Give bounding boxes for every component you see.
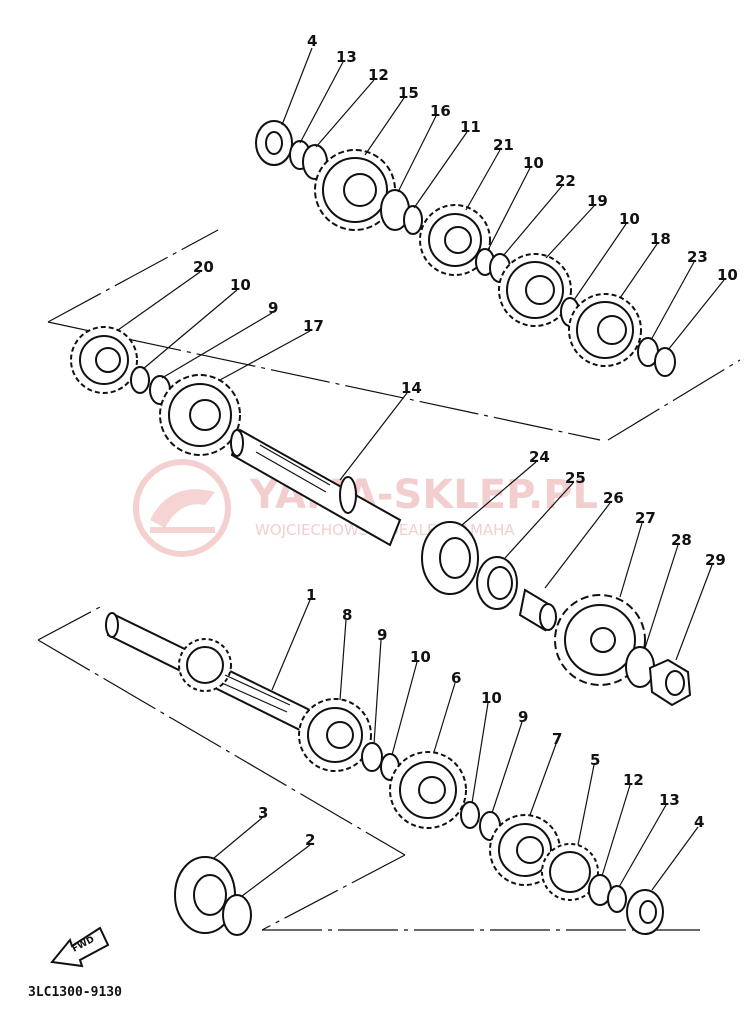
fwd-arrow-icon: FWD xyxy=(50,926,110,968)
callout-3: 3 xyxy=(258,804,268,822)
callout-23: 23 xyxy=(687,248,708,266)
upper-shaft-outline xyxy=(47,229,741,441)
callout-9-c: 9 xyxy=(518,708,528,726)
callout-22: 22 xyxy=(555,172,576,190)
callout-12-top: 12 xyxy=(368,66,389,84)
callout-8: 8 xyxy=(342,606,352,624)
callout-9-a: 9 xyxy=(268,299,278,317)
callout-27: 27 xyxy=(635,509,656,527)
callout-6: 6 xyxy=(451,669,461,687)
callout-9-b: 9 xyxy=(377,626,387,644)
gear-17 xyxy=(159,374,241,456)
main-shaft-1 xyxy=(105,612,322,737)
watermark-logo xyxy=(133,459,231,557)
gear-20 xyxy=(70,326,138,394)
callout-1: 1 xyxy=(306,586,316,604)
callout-10-f: 10 xyxy=(481,689,502,707)
callout-4-top: 4 xyxy=(307,32,317,50)
sprocket-27 xyxy=(554,594,646,686)
gear-15 xyxy=(314,149,396,231)
callout-19: 19 xyxy=(587,192,608,210)
callout-20: 20 xyxy=(193,258,214,276)
callout-14: 14 xyxy=(401,379,422,397)
callout-11: 11 xyxy=(460,118,481,136)
gear-8 xyxy=(298,698,372,772)
callout-13-top: 13 xyxy=(336,48,357,66)
callout-15: 15 xyxy=(398,84,419,102)
callout-2: 2 xyxy=(305,831,315,849)
callout-10-d: 10 xyxy=(230,276,251,294)
lower-shaft-outline xyxy=(37,606,700,931)
collar-26 xyxy=(518,588,557,632)
callout-10-b: 10 xyxy=(619,210,640,228)
gear-18 xyxy=(568,293,642,367)
callout-26: 26 xyxy=(603,489,624,507)
left-gear-cluster xyxy=(70,326,241,456)
diagram-code: 3LC1300-9130 xyxy=(28,985,122,1000)
upper-gear-row xyxy=(255,120,676,377)
callout-5: 5 xyxy=(590,751,600,769)
callout-28: 28 xyxy=(671,531,692,549)
nut-29 xyxy=(648,658,692,707)
callout-leaders xyxy=(117,47,725,897)
callout-13-bottom: 13 xyxy=(659,791,680,809)
lower-gear-row xyxy=(174,698,664,936)
bearing-24 xyxy=(421,521,479,595)
bearing-3 xyxy=(174,856,236,934)
callout-17: 17 xyxy=(303,317,324,335)
callout-18: 18 xyxy=(650,230,671,248)
callout-25: 25 xyxy=(565,469,586,487)
gear-5 xyxy=(541,843,599,901)
gear-6 xyxy=(389,751,467,829)
callout-21: 21 xyxy=(493,136,514,154)
callout-29: 29 xyxy=(705,551,726,569)
callout-10-a: 10 xyxy=(523,154,544,172)
callout-16: 16 xyxy=(430,102,451,120)
callout-10-e: 10 xyxy=(410,648,431,666)
callout-labels: 4 13 12 15 16 11 21 10 22 19 10 18 23 10… xyxy=(193,32,738,849)
gear-21 xyxy=(419,204,491,276)
callout-10-c: 10 xyxy=(717,266,738,284)
callout-12-bottom: 12 xyxy=(623,771,644,789)
callout-7: 7 xyxy=(552,730,562,748)
bearing-4-lower xyxy=(626,889,664,935)
shaft-14 xyxy=(230,428,402,547)
output-parts xyxy=(421,521,692,707)
seal-25 xyxy=(476,556,518,610)
shaft-integral-gear xyxy=(178,638,232,692)
seal-2 xyxy=(222,894,252,936)
gear-19 xyxy=(498,253,572,327)
callout-4-bottom: 4 xyxy=(694,813,704,831)
callout-24: 24 xyxy=(529,448,550,466)
